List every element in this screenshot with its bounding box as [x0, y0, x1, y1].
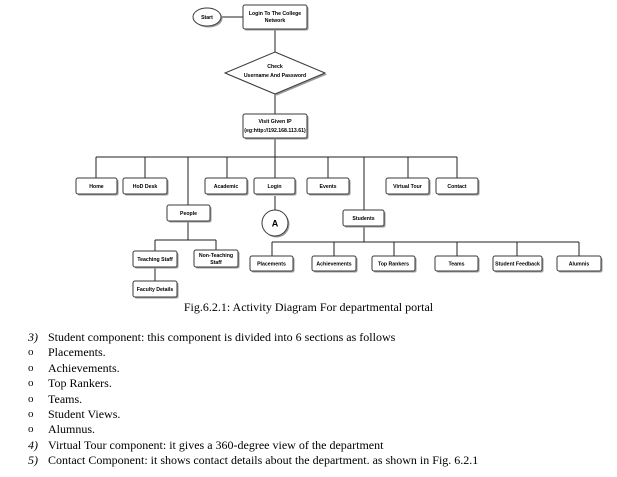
svg-text:HoD Desk: HoD Desk — [133, 184, 158, 190]
svg-text:Staff: Staff — [210, 260, 222, 266]
list-marker: 5) — [28, 453, 38, 468]
list-marker: o — [28, 377, 34, 390]
node-contact: Contact — [435, 177, 480, 196]
connector-a: A — [261, 209, 290, 238]
svg-text:Start: Start — [201, 15, 213, 21]
start-node: Start — [192, 7, 223, 28]
list-item: o Top Rankers. — [28, 376, 608, 391]
node-academic: Academic — [204, 177, 249, 196]
activity-diagram: Start Login To The College Network Check… — [75, 4, 603, 299]
svg-text:(eg:http://192.168.113.61): (eg:http://192.168.113.61) — [244, 128, 306, 134]
list-item-text: Contact Component: it shows contact deta… — [48, 453, 479, 468]
list-marker: o — [28, 392, 34, 405]
list-item: o Alumnus. — [28, 422, 608, 437]
svg-text:Student Feedback: Student Feedback — [495, 262, 540, 268]
list-item: o Student Views. — [28, 407, 608, 422]
node-teaching-staff: Teaching Staff — [132, 250, 179, 269]
node-home: Home — [75, 177, 119, 196]
list-item: 3) Student component: this component is d… — [28, 330, 608, 345]
node-placements: Placements — [249, 255, 295, 273]
svg-text:Login: Login — [267, 184, 281, 190]
check-credentials-decision: Check Username And Password — [223, 51, 327, 96]
svg-text:Achievements: Achievements — [316, 262, 351, 268]
list-item: o Teams. — [28, 392, 608, 407]
node-login: Login — [253, 177, 297, 196]
list-marker: 3) — [28, 330, 38, 344]
figure-caption: Fig.6.2.1: Activity Diagram For departme… — [183, 300, 434, 314]
svg-text:Check: Check — [267, 64, 283, 70]
svg-text:Non-Teaching: Non-Teaching — [199, 253, 233, 259]
node-student-feedback: Student Feedback — [492, 255, 544, 273]
node-students: Students — [342, 209, 386, 228]
svg-text:Alumnis: Alumnis — [569, 262, 590, 268]
svg-text:Visit Given IP: Visit Given IP — [258, 119, 292, 125]
login-college-network-node: Login To The College Network — [242, 4, 309, 31]
node-alumnis: Alumnis — [556, 255, 603, 273]
node-people: People — [166, 204, 212, 223]
list-marker: 4) — [28, 437, 38, 452]
list-item-text: Achievements. — [48, 360, 120, 375]
list-marker: o — [28, 423, 34, 436]
list-item-text: Teams. — [48, 391, 83, 406]
svg-text:Username And Password: Username And Password — [244, 73, 306, 79]
node-top-rankers: Top Rankers — [371, 255, 417, 273]
list-item-text: Virtual Tour component: it gives a 360-d… — [48, 437, 384, 452]
node-faculty-details: Faculty Details — [132, 280, 179, 299]
list-marker: o — [28, 346, 34, 359]
list-item: 4) Virtual Tour component: it gives a 360… — [28, 438, 608, 453]
list-item: o Achievements. — [28, 361, 608, 376]
list-item: o Placements. — [28, 345, 608, 360]
node-virtual-tour: Virtual Tour — [385, 177, 431, 196]
node-teams: Teams — [434, 255, 480, 273]
component-list: 3) Student component: this component is d… — [28, 330, 608, 469]
node-hod-desk: HoD Desk — [122, 177, 169, 196]
svg-text:Home: Home — [89, 184, 104, 190]
svg-text:People: People — [180, 211, 197, 217]
svg-text:Events: Events — [319, 184, 336, 190]
svg-text:Virtual Tour: Virtual Tour — [393, 184, 422, 190]
list-marker: o — [28, 408, 34, 421]
node-events: Events — [306, 177, 351, 196]
list-item-text: Student component: this component is div… — [48, 330, 396, 344]
svg-text:Faculty Details: Faculty Details — [137, 287, 174, 293]
list-item-text: Top Rankers. — [48, 376, 112, 391]
list-item-text: Student Views. — [48, 407, 121, 422]
svg-text:Top Rankers: Top Rankers — [378, 262, 409, 268]
list-item-text: Placements. — [48, 345, 106, 360]
svg-text:Teams: Teams — [448, 262, 464, 268]
list-item-text: Alumnus. — [48, 422, 96, 437]
svg-text:Students: Students — [352, 216, 374, 222]
svg-text:Contact: Contact — [447, 184, 467, 190]
node-achievements: Achievements — [311, 255, 358, 273]
svg-text:Academic: Academic — [214, 184, 239, 190]
list-item: 5) Contact Component: it shows contact de… — [28, 453, 608, 468]
svg-text:Placements: Placements — [257, 262, 286, 268]
svg-text:Login To The College: Login To The College — [249, 11, 301, 17]
diagram-edges — [95, 16, 580, 281]
visit-ip-node: Visit Given IP (eg:http://192.168.113.61… — [242, 113, 309, 140]
svg-text:Teaching Staff: Teaching Staff — [137, 257, 173, 263]
svg-text:A: A — [272, 219, 279, 229]
svg-text:Network: Network — [265, 18, 286, 24]
list-marker: o — [28, 361, 34, 374]
node-non-teaching-staff: Non-Teaching Staff — [193, 249, 240, 269]
